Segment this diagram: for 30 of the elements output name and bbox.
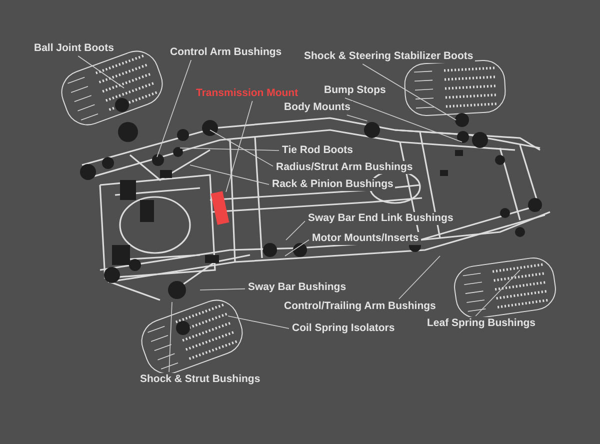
callout-label: Bump Stops <box>322 84 388 97</box>
callout-label: Rack & Pinion Bushings <box>270 178 396 191</box>
leader-line <box>156 60 192 158</box>
leader-line <box>284 239 310 256</box>
callout-label: Sway Bar End Link Bushings <box>306 212 456 225</box>
leader-line <box>200 288 246 290</box>
callout-label: Body Mounts <box>282 101 352 114</box>
callout-label: Control Arm Bushings <box>168 46 284 59</box>
leader-line <box>475 270 520 316</box>
callout-label: Shock & Strut Bushings <box>138 373 262 386</box>
leader-line <box>78 56 124 88</box>
callout-label: Motor Mounts/Inserts <box>310 232 421 245</box>
leader-line <box>210 130 274 167</box>
leader-line <box>344 98 462 142</box>
leader-line <box>398 256 440 300</box>
leader-line <box>362 64 456 120</box>
leader-line <box>286 220 306 240</box>
leader-line <box>228 316 290 329</box>
leader-line <box>226 100 253 192</box>
callout-label: Shock & Steering Stabilizer Boots <box>302 50 476 63</box>
leader-line <box>180 148 280 151</box>
callout-label: Coil Spring Isolators <box>290 322 397 335</box>
callout-label: Leaf Spring Bushings <box>425 317 538 330</box>
callout-label: Sway Bar Bushings <box>246 281 348 294</box>
callout-label: Control/Trailing Arm Bushings <box>282 300 438 313</box>
leader-line <box>346 114 368 122</box>
callout-label: Radius/Strut Arm Bushings <box>274 161 415 174</box>
leader-line <box>168 302 172 372</box>
bushing <box>364 122 380 138</box>
leader-line <box>190 164 270 185</box>
